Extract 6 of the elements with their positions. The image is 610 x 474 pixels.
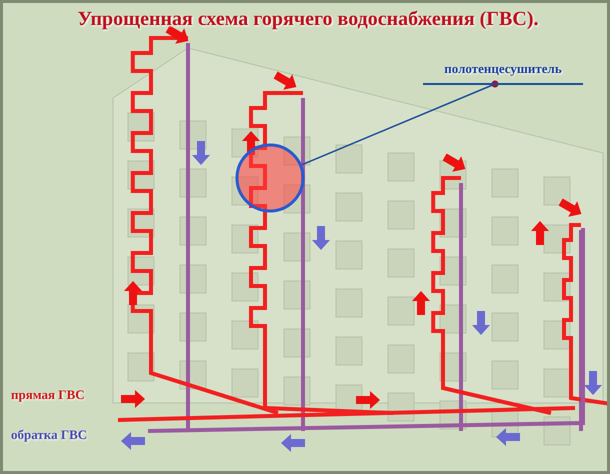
highlight-circle (235, 143, 305, 213)
title: Упрощенная схема горячего водоснабжения (ГВС). (76, 7, 540, 31)
callout-label: полотенцесушитель (423, 61, 583, 85)
pipe-label: прямая ГВС (11, 387, 85, 403)
pipe-label: обратка ГВС (11, 427, 88, 443)
leader-line (302, 80, 498, 166)
